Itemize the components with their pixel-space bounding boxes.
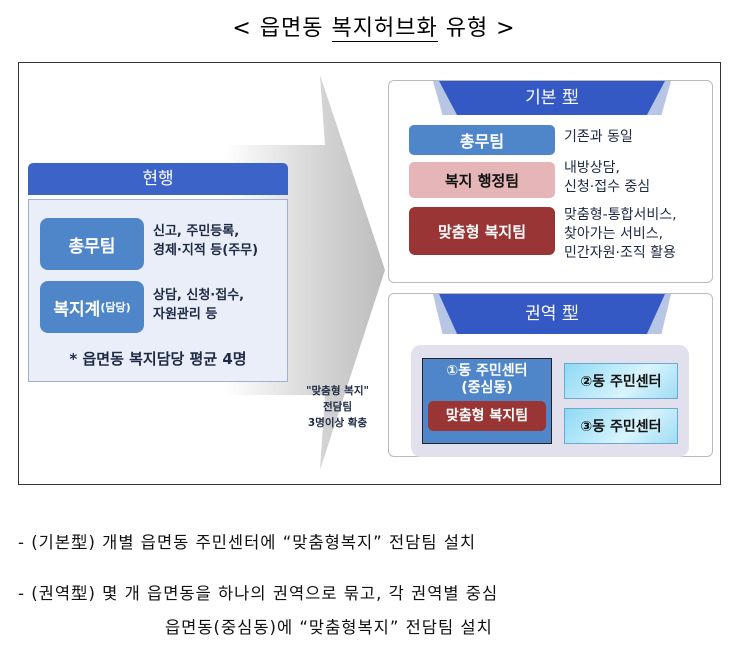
bullet-regional-cont: 읍면동(중심동)에 “맞춤형복지” 전담팀 설치 [165, 618, 493, 637]
regional-type-panel: 권역 型 ①동 주민센터(중심동) 맞춤형 복지팀 ②동 주민센터 ③동 주민센… [388, 293, 713, 457]
dong-3: ③동 주민센터 [564, 408, 678, 444]
label: 복지계 [53, 299, 101, 320]
basic-team-general: 총무팀 [409, 125, 555, 155]
current-team-welfare: 복지계(담당) [40, 281, 144, 333]
desc-line: 경제·지적 등(주무) [153, 243, 259, 258]
desc-line: 맞춤형-통합서비스, [564, 207, 677, 223]
basic-desc: 맞춤형-통합서비스, 찾아가는 서비스, 민간자원·조직 활용 [564, 206, 677, 263]
title-suffix: 유형 > [437, 16, 516, 41]
basic-team-custom: 맞춤형 복지팀 [409, 207, 555, 255]
arrow-note-line: 전담팀 [323, 401, 352, 413]
basic-header: 기본 型 [439, 81, 665, 115]
title-prefix: < 읍면동 [232, 16, 332, 41]
arrow-note-line: "맞춤형 복지" [306, 385, 369, 397]
center-sub: (중심동) [461, 380, 513, 396]
desc-line: 찾아가는 서비스, [564, 226, 664, 242]
current-note: * 읍면동 복지담당 평균 4명 [69, 350, 247, 368]
desc-line: 신청·접수 중심 [564, 179, 651, 195]
center-team: 맞춤형 복지팀 [428, 401, 546, 431]
basic-desc: 기존과 동일 [564, 128, 633, 147]
current-panel: 총무팀 신고, 주민등록, 경제·지적 등(주무) 복지계(담당) 상담, 신청·… [28, 199, 288, 382]
title-underlined: 복지허브화 [331, 16, 438, 42]
regional-header: 권역 型 [439, 294, 665, 334]
arrow-note: "맞춤형 복지" 전담팀 3명이상 확충 [290, 383, 385, 431]
current-team-general: 총무팀 [40, 218, 144, 270]
basic-type-panel: 기본 型 총무팀 기존과 동일 복지 행정팀 내방상담, 신청·접수 중심 맞춤형… [388, 80, 713, 283]
desc-line: 상담, 신청·접수, [153, 288, 245, 303]
current-desc-welfare: 상담, 신청·접수, 자원관리 등 [153, 286, 244, 324]
bullet-basic: - (기본型) 개별 읍면동 주민센터에 “맞춤형복지” 전담팀 설치 [18, 533, 477, 552]
desc-line: 내방상담, [564, 160, 620, 176]
desc-line: 자원관리 등 [153, 307, 218, 322]
arrow-note-line: 3명이상 확충 [307, 417, 368, 429]
center-dong: ①동 주민센터(중심동) 맞춤형 복지팀 [422, 358, 552, 444]
dong-2: ②동 주민센터 [564, 363, 678, 399]
basic-desc: 내방상담, 신청·접수 중심 [564, 159, 650, 197]
current-header: 현행 [28, 163, 288, 195]
bullet-regional: - (권역型) 몇 개 읍면동을 하나의 권역으로 묶고, 각 권역별 중심 [18, 584, 499, 603]
basic-team-admin: 복지 행정팀 [409, 162, 555, 198]
center-name: ①동 주민센터 [446, 363, 528, 379]
label-small: (담당) [100, 301, 131, 314]
region-group: ①동 주민센터(중심동) 맞춤형 복지팀 ②동 주민센터 ③동 주민센터 [411, 345, 689, 457]
desc-line: 기존과 동일 [564, 129, 633, 145]
desc-line: 신고, 주민등록, [153, 224, 240, 239]
current-desc-general: 신고, 주민등록, 경제·지적 등(주무) [153, 222, 258, 260]
desc-line: 민간자원·조직 활용 [564, 245, 676, 261]
page-title: < 읍면동 복지허브화 유형 > [0, 10, 748, 42]
